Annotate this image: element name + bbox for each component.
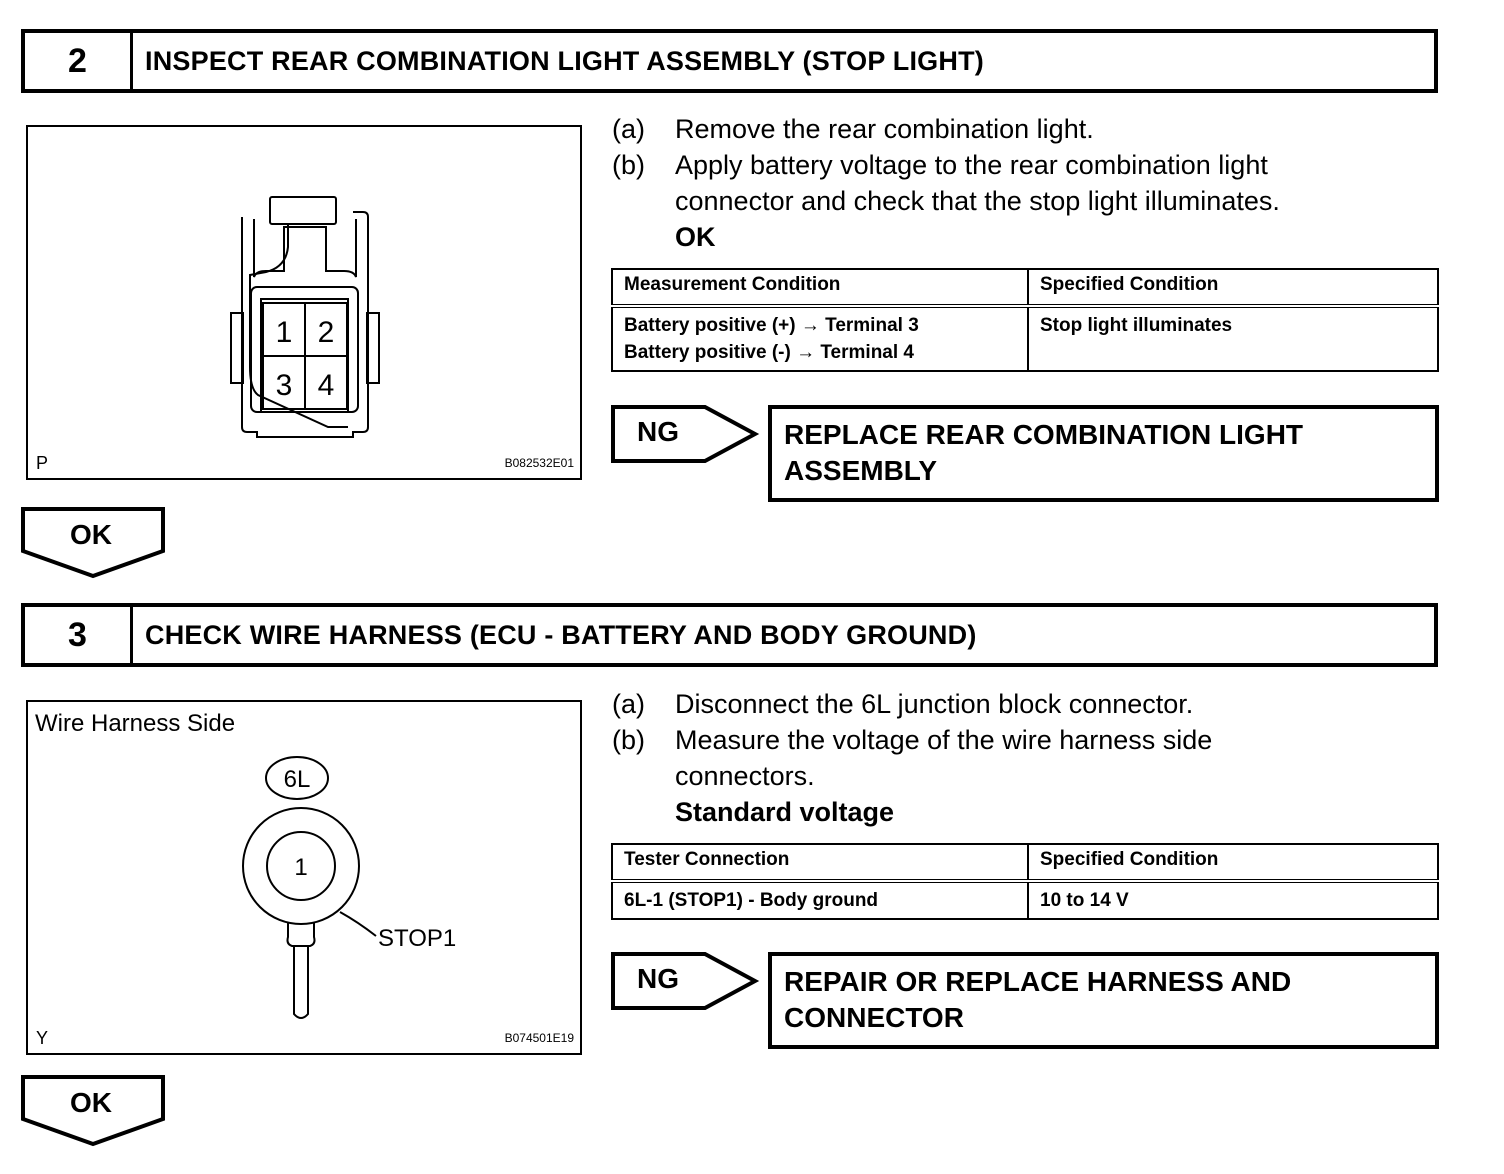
- step3-title: CHECK WIRE HARNESS (ECU - BATTERY AND BO…: [145, 619, 977, 650]
- terminal-3-label: 3: [276, 369, 293, 402]
- figure-view-letter: P: [36, 453, 49, 473]
- instruction-label: (b): [612, 725, 645, 755]
- table-header: Specified Condition: [1027, 268, 1439, 308]
- step2-connector-figure: 1 2 3 4 P B082532E01: [26, 125, 582, 480]
- figure-caption: Wire Harness Side: [35, 710, 236, 737]
- step3-header: 3 CHECK WIRE HARNESS (ECU - BATTERY AND …: [21, 603, 1438, 667]
- step2-instructions: (a) Remove the rear combination light. (…: [612, 111, 1375, 255]
- ng-arrow-icon: [611, 952, 760, 1010]
- table-header: Specified Condition: [1027, 843, 1439, 883]
- figure-code: B082532E01: [504, 456, 574, 470]
- table-row: Battery positive (+) → Terminal 3 Batter…: [611, 305, 1439, 372]
- ng-label: NG: [637, 963, 679, 994]
- ok-label: OK: [70, 1087, 112, 1118]
- connector-tag-outline: [265, 756, 329, 800]
- terminal-label: 1: [294, 854, 307, 881]
- condition-line: Battery positive (-) → Terminal 4: [624, 342, 914, 363]
- ok-arrow-icon: [21, 1075, 165, 1147]
- instruction-item: (b) Apply battery voltage to the rear co…: [612, 147, 1375, 219]
- ng-action-line: CONNECTOR: [784, 1002, 964, 1033]
- step2-spec-table: Measurement Condition Specified Conditio…: [611, 268, 1439, 372]
- table-cell: 6L-1 (STOP1) - Body ground: [611, 880, 1029, 920]
- condition-line: Battery positive (+) → Terminal 3: [624, 315, 919, 336]
- ng-action-box: REPLACE REAR COMBINATION LIGHT ASSEMBLY: [768, 405, 1439, 502]
- terminal-1-label: 1: [276, 316, 293, 349]
- terminal-4-label: 4: [318, 369, 335, 402]
- table-row: 6L-1 (STOP1) - Body ground 10 to 14 V: [611, 880, 1439, 920]
- connector-latch: [269, 196, 337, 225]
- connector-tag: 6L: [284, 766, 311, 793]
- result-label: OK: [675, 222, 716, 252]
- ng-action-line: ASSEMBLY: [784, 455, 938, 486]
- ok-label: OK: [70, 519, 112, 550]
- instruction-text: Remove the rear combination light.: [675, 114, 1094, 144]
- wire-label: STOP1: [378, 925, 456, 952]
- harness-diagram: 6L 1 STOP1: [242, 756, 456, 1019]
- ng-label: NG: [637, 416, 679, 447]
- ng-action-line: REPLACE REAR COMBINATION LIGHT: [784, 419, 1304, 450]
- step2-number: 2: [25, 33, 133, 89]
- ring-terminal-outer: [242, 807, 360, 925]
- instruction-item: (a) Disconnect the 6L junction block con…: [612, 686, 1335, 722]
- result-label: Standard voltage: [675, 797, 895, 827]
- table-cell: 10 to 14 V: [1027, 880, 1439, 920]
- table-header-row: Tester Connection Specified Condition: [611, 843, 1439, 883]
- figure-code: B074501E19: [504, 1031, 574, 1045]
- table-header: Measurement Condition: [611, 268, 1029, 308]
- instruction-label: (a): [612, 114, 645, 144]
- ng-action-box: REPAIR OR REPLACE HARNESS AND CONNECTOR: [768, 952, 1439, 1049]
- instruction-item: (a) Remove the rear combination light.: [612, 111, 1375, 147]
- instruction-text: Measure the voltage of the wire harness …: [675, 725, 1213, 791]
- table-cell: Battery positive (+) → Terminal 3 Batter…: [611, 305, 1029, 372]
- instruction-label: (b): [612, 150, 645, 180]
- step3-spec-table: Tester Connection Specified Condition 6L…: [611, 843, 1439, 920]
- instruction-item: (b) Measure the voltage of the wire harn…: [612, 722, 1335, 794]
- terminal-2-label: 2: [318, 316, 335, 349]
- table-cell: Stop light illuminates: [1027, 305, 1439, 372]
- ring-terminal-inner: [266, 831, 336, 901]
- ok-arrow-icon: [21, 507, 165, 579]
- table-header-row: Measurement Condition Specified Conditio…: [611, 268, 1439, 308]
- instruction-text: Apply battery voltage to the rear combin…: [675, 150, 1280, 216]
- step2-header: 2 INSPECT REAR COMBINATION LIGHT ASSEMBL…: [21, 29, 1438, 93]
- step2-title: INSPECT REAR COMBINATION LIGHT ASSEMBLY …: [145, 45, 984, 76]
- table-header: Tester Connection: [611, 843, 1029, 883]
- step3-instructions: (a) Disconnect the 6L junction block con…: [612, 686, 1335, 830]
- step3-number: 3: [25, 607, 133, 663]
- ng-arrow-icon: [611, 405, 760, 463]
- figure-view-letter: Y: [36, 1028, 49, 1048]
- instruction-label: (a): [612, 689, 645, 719]
- instruction-text: Disconnect the 6L junction block connect…: [675, 689, 1194, 719]
- step3-harness-figure: Wire Harness Side 6L 1 STOP1 Y B074501E1…: [26, 700, 582, 1055]
- ng-action-line: REPAIR OR REPLACE HARNESS AND: [784, 966, 1292, 997]
- connector-diagram: 1 2 3 4: [230, 196, 380, 438]
